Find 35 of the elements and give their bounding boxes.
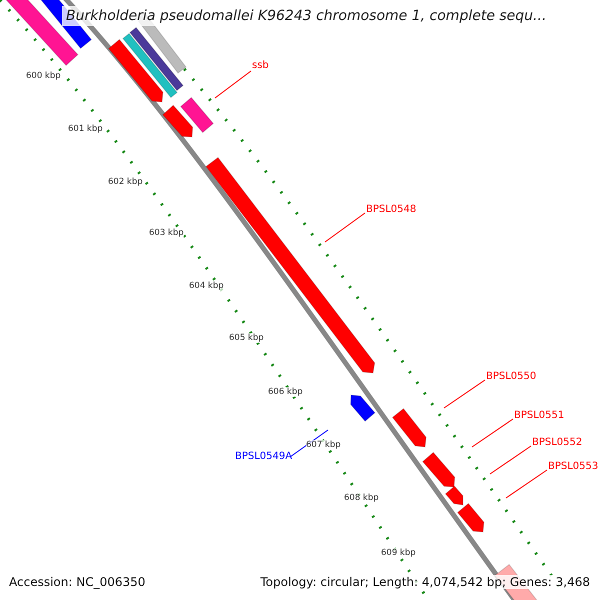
gene-feature xyxy=(444,485,464,506)
gene-label: BPSL0551 xyxy=(514,410,564,421)
gene-label: ssb xyxy=(252,60,269,71)
leader-line xyxy=(214,70,252,98)
gene-feature xyxy=(108,38,164,103)
gene-feature xyxy=(122,32,178,98)
scale-label: 606 kbp xyxy=(268,387,303,397)
scale-label: 604 kbp xyxy=(189,281,224,291)
gene-label: BPSL0550 xyxy=(486,371,536,382)
leader-line xyxy=(324,212,366,242)
leader-line xyxy=(472,418,514,448)
gene-label: BPSL0549A xyxy=(235,451,292,462)
scale-label: 605 kbp xyxy=(229,333,264,343)
gene-feature xyxy=(162,104,194,138)
scale-label: 603 kbp xyxy=(149,228,184,238)
scale-label: 608 kbp xyxy=(344,493,379,503)
gene-label: BPSL0553 xyxy=(548,461,598,472)
summary-text: Topology: circular; Length: 4,074,542 bp; Genes: 3,468 xyxy=(260,575,590,589)
leader-line xyxy=(490,446,532,474)
scale-label: 602 kbp xyxy=(108,177,143,187)
gene-label: BPSL0548 xyxy=(366,204,416,215)
accession-text: Accession: NC_006350 xyxy=(9,575,146,589)
scale-label: 609 kbp xyxy=(381,548,416,558)
scale-label: 601 kbp xyxy=(68,124,103,134)
leader-line xyxy=(506,470,548,498)
gene-label: BPSL0552 xyxy=(532,437,582,448)
scale-label: 600 kbp xyxy=(26,71,61,81)
gene-feature xyxy=(422,452,456,488)
gene-feature xyxy=(456,502,484,533)
gene-feature xyxy=(180,96,214,134)
scale-label: 607 kbp xyxy=(306,440,341,450)
leader-line xyxy=(444,380,486,408)
gene-feature xyxy=(350,394,376,422)
gene-feature xyxy=(129,26,184,92)
gene-feature xyxy=(392,408,427,448)
